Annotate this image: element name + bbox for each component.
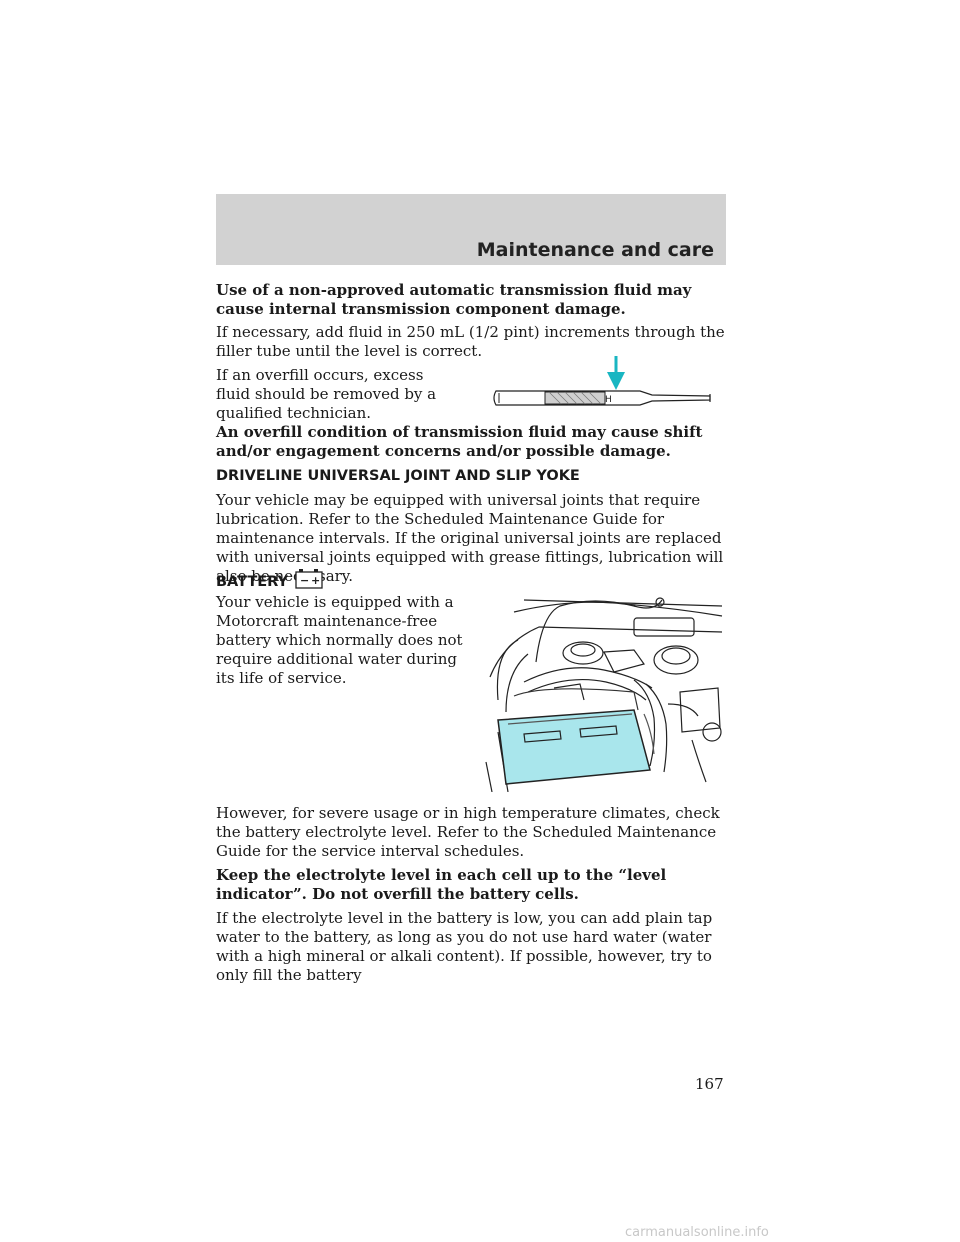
paragraph-overfill-warning: An overfill condition of transmission fl… [216,423,703,460]
heading-driveline: DRIVELINE UNIVERSAL JOINT AND SLIP YOKE [216,468,580,484]
paragraph-add-water: If the electrolyte level in the battery … [216,909,713,984]
dipstick-illustration: H [493,356,711,406]
page-number: 167 [695,1075,724,1093]
section-title: Maintenance and care [476,239,714,261]
watermark: carmanualsonline.info [625,1225,769,1240]
battery-plus-symbol: + [311,574,320,587]
engine-battery-illustration [485,597,723,792]
battery-minus-symbol: − [300,574,309,587]
section-header-band: Maintenance and care [216,194,726,265]
paragraph-fluid-warning: Use of a non-approved automatic transmis… [216,281,692,318]
paragraph-overfill: If an overfill occurs, excess fluid shou… [216,366,437,422]
paragraph-add-fluid: If necessary, add fluid in 250 mL (1/2 p… [216,323,725,360]
battery-icon: − + [295,569,323,589]
dipstick-h-label: H [605,395,612,405]
paragraph-severe-usage: However, for severe usage or in high tem… [216,804,720,860]
heading-battery: BATTERY − + [216,569,323,590]
paragraph-battery-intro: Your vehicle is equipped with a Motorcra… [216,593,463,687]
paragraph-electrolyte-warning: Keep the electrolyte level in each cell … [216,866,667,903]
heading-battery-label: BATTERY [216,574,289,590]
